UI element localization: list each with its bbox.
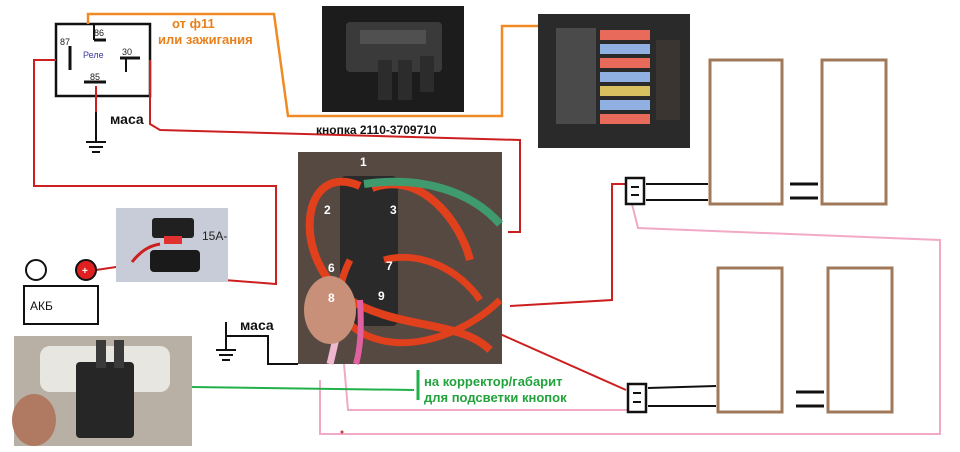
connector-pin-3: 3 xyxy=(390,203,397,217)
ignition-label-line1: от ф11 xyxy=(172,16,215,31)
button-photo xyxy=(322,6,464,112)
corrector-label-line1: на корректор/габарит xyxy=(424,374,562,389)
ground-label-top: маса xyxy=(110,111,144,127)
red-wire-relay87-to-button xyxy=(33,59,277,286)
battery-symbol xyxy=(23,259,99,325)
battery-plus-sign: + xyxy=(82,266,88,277)
connector-pin-7: 7 xyxy=(386,259,393,273)
connector-pin-6: 6 xyxy=(328,261,335,275)
relay-pin-30: 30 xyxy=(122,47,132,57)
connector-photo xyxy=(298,152,503,365)
fusebox-photo xyxy=(538,14,690,148)
minus-terminal-icon xyxy=(25,259,47,281)
connector-pin-2: 2 xyxy=(324,203,331,217)
corrector-label-line2: для подсветки кнопок xyxy=(424,390,567,405)
relay-symbol: 86 87 30 85 Реле xyxy=(54,22,152,98)
relay-pin-87: 87 xyxy=(60,37,70,47)
red-wire-button-to-lamp-bottom xyxy=(499,333,627,391)
pink-wire-upper xyxy=(319,203,941,435)
button-caption: кнопка 2110-3709710 xyxy=(316,123,437,137)
lamp-pair-bottom xyxy=(716,266,894,414)
fuse-photo xyxy=(116,208,228,282)
ground-symbol-icon xyxy=(216,322,236,361)
lamp-connector-top xyxy=(624,176,708,206)
relay-photo xyxy=(12,336,192,446)
red-wire-button-to-lamp-top xyxy=(509,183,626,307)
ground-wire-bottom xyxy=(226,335,298,365)
relay-pin-85: 85 xyxy=(90,72,100,82)
ground-symbol-icon xyxy=(86,96,106,153)
fuse-label: 15А- xyxy=(202,229,227,243)
lamp-connector-bottom xyxy=(626,382,717,414)
battery-label: АКБ xyxy=(30,299,53,313)
lamp-pair-top xyxy=(708,58,888,206)
connector-pin-8: 8 xyxy=(328,291,335,305)
orange-ignition-wire xyxy=(86,12,556,118)
red-wire-relay30-to-button xyxy=(149,60,521,233)
connector-pin-9: 9 xyxy=(378,289,385,303)
plus-terminal-icon xyxy=(75,259,97,281)
connector-pin-1: 1 xyxy=(360,155,367,169)
ignition-label-line2: или зажигания xyxy=(158,32,253,47)
relay-name: Реле xyxy=(83,50,104,60)
relay-pin-86: 86 xyxy=(94,28,104,38)
ground-label-bottom: маса xyxy=(240,317,274,333)
